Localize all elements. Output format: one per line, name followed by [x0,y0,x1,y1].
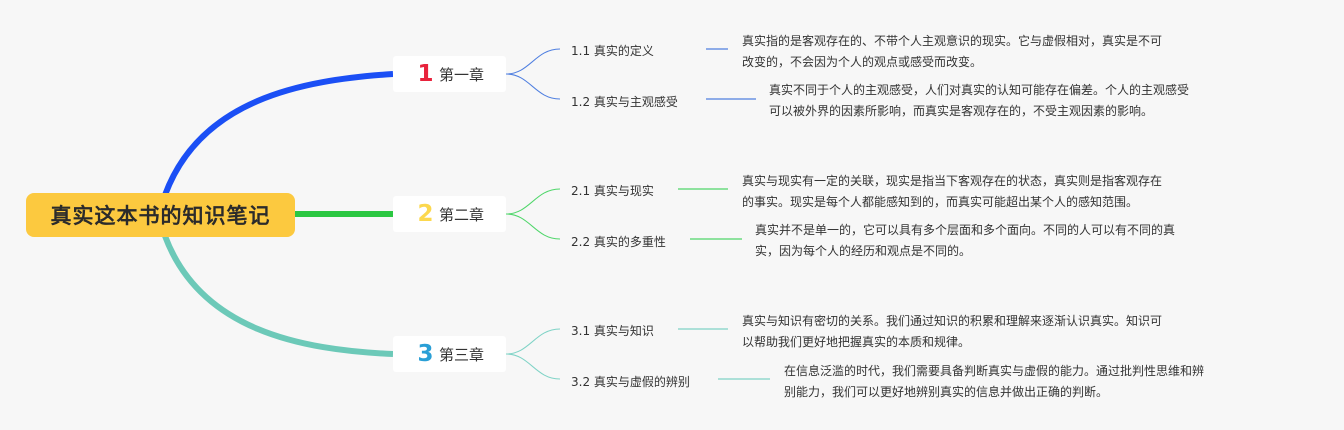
chapter-1-label: 第一章 [439,65,485,84]
detail-1-1[interactable]: 真实指的是客观存在的、不带个人主观意识的现实。它与虚假相对，真实是不可 改变的，… [742,34,1163,69]
chapter-3-label: 第三章 [439,345,485,364]
topic-3-2[interactable]: 3.2 真实与虚假的辨别 [571,375,690,389]
detail-3-2[interactable]: 在信息泛滥的时代，我们需要具备判断真实与虚假的能力。通过批判性思维和辨 别能力，… [784,364,1205,399]
chapter-3-number-icon: 3 [417,341,434,367]
connector-1-2 [505,73,561,100]
chapter-2-number-icon: 2 [417,201,434,227]
chapter-2-label: 第二章 [439,205,485,224]
detail-3-1[interactable]: 真实与知识有密切的关系。我们通过知识的积累和理解来逐渐认识真实。知识可 以帮助我… [742,314,1163,349]
topic-2-1[interactable]: 2.1 真实与现实 [571,184,654,198]
connector-1-1 [505,48,561,75]
topic-1-2[interactable]: 1.2 真实与主观感受 [571,95,678,109]
branch-chapter-3 [162,234,394,357]
chapter-2-node[interactable]: 2 第二章 [393,196,506,232]
chapter-3-node[interactable]: 3 第三章 [393,336,506,372]
detail-1-2[interactable]: 真实不同于个人的主观感受，人们对真实的认知可能存在偏差。个人的主观感受 可以被外… [769,83,1190,118]
branch-chapter-1 [162,71,394,197]
chapter-1-node[interactable]: 1 第一章 [393,56,506,92]
chapter-1-number-icon: 1 [417,61,434,87]
topic-1-1[interactable]: 1.1 真实的定义 [571,44,654,58]
connector-3-2 [505,353,561,380]
topic-2-2[interactable]: 2.2 真实的多重性 [571,235,666,249]
root-topic[interactable]: 真实这本书的知识笔记 [26,193,295,237]
detail-2-2[interactable]: 真实并不是单一的，它可以具有多个层面和多个面向。不同的人可以有不同的真 实，因为… [755,223,1176,258]
connector-2-1 [505,188,561,215]
connector-3-1 [505,328,561,355]
topic-3-1[interactable]: 3.1 真实与知识 [571,324,654,338]
detail-2-1[interactable]: 真实与现实有一定的关联，现实是指当下客观存在的状态，真实则是指客观存在 的事实。… [742,174,1163,209]
connector-2-2 [505,213,561,240]
